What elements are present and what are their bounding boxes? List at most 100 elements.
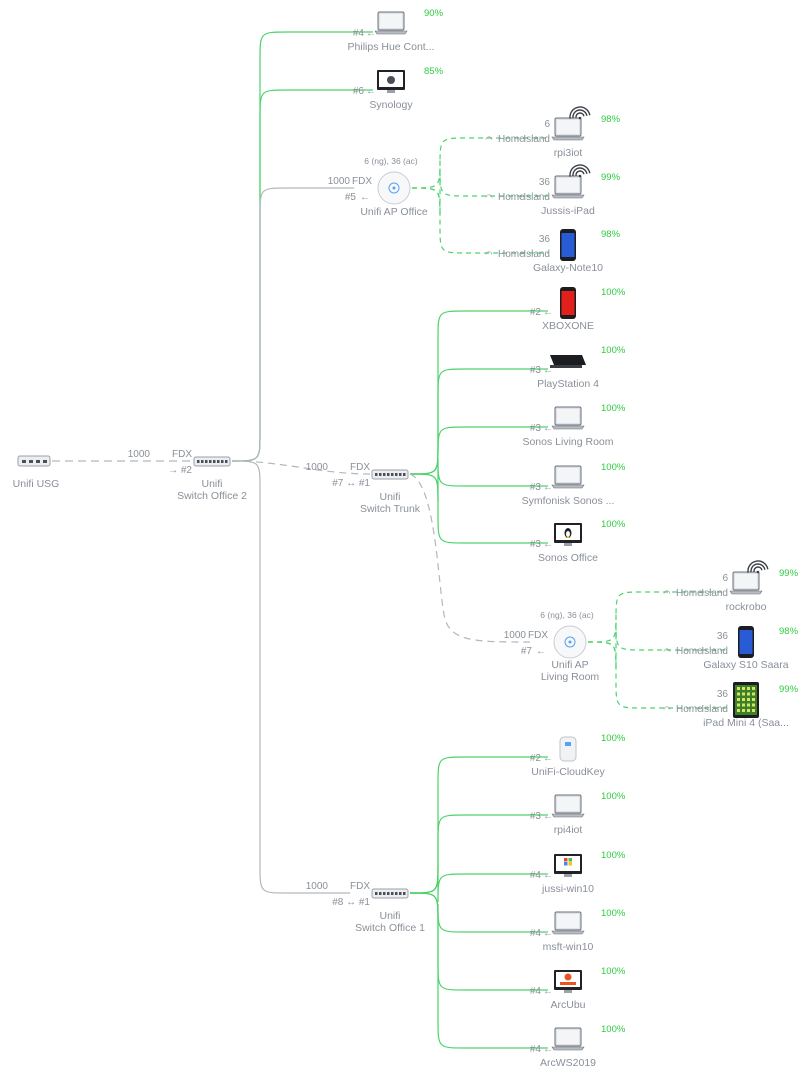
radio-channel: 6 xyxy=(722,573,728,584)
device-name: Sonos Office xyxy=(538,552,598,564)
link-trunk-client-1 xyxy=(409,368,548,475)
access-point-icon[interactable] xyxy=(377,171,411,205)
console-icon[interactable] xyxy=(550,355,586,368)
link-trunk-client-0 xyxy=(409,310,548,475)
client-top-1[interactable]: #6←85%Synology xyxy=(353,66,444,111)
tablet-icon[interactable] xyxy=(733,682,759,718)
link-speed: 1000 xyxy=(328,176,351,187)
port-arrow-icon: ← xyxy=(543,753,553,764)
link-office1-client-5 xyxy=(409,892,548,1049)
client-office1-4[interactable]: #4←100%ArcUbu xyxy=(530,966,626,1011)
ssid-group: Island xyxy=(701,704,728,715)
wifi-link-ap-office-0 xyxy=(411,137,548,189)
phone-blue-icon[interactable] xyxy=(560,229,576,261)
port-arrow-icon: ← xyxy=(366,86,376,97)
link-office1-client-1 xyxy=(409,814,548,894)
client-trunk-2[interactable]: #3←100%Sonos Living Room xyxy=(522,403,625,448)
switch-icon[interactable] xyxy=(371,888,409,899)
port-arrow-icon: ← xyxy=(543,1044,553,1055)
client-trunk-1[interactable]: #3←100%PlayStation 4 xyxy=(530,345,626,390)
link-ap-living xyxy=(409,473,531,643)
node-unifi-usg[interactable]: Unifi USG xyxy=(13,455,60,490)
device-name: msft-win10 xyxy=(543,941,594,953)
port-arrow-icon: ← xyxy=(543,986,553,997)
device-name: jussi-win10 xyxy=(541,883,594,895)
device-name: ArcWS2019 xyxy=(540,1057,596,1069)
uplink-port: #7 ↔ #1 xyxy=(332,478,370,489)
switch-port: #4 xyxy=(530,1044,542,1055)
radio-channel: 6 xyxy=(544,119,550,130)
device-name: rpi4iot xyxy=(554,824,583,836)
experience-score: 100% xyxy=(601,1024,626,1035)
laptop-icon[interactable] xyxy=(374,11,408,35)
phone-blue-icon[interactable] xyxy=(738,626,754,658)
gateway-icon[interactable] xyxy=(17,455,51,467)
ubuntu-monitor-icon[interactable] xyxy=(554,970,582,993)
client-office1-1[interactable]: #3←100%rpi4iot xyxy=(530,791,626,836)
windows-monitor-icon[interactable] xyxy=(554,854,582,877)
apple-monitor-icon[interactable] xyxy=(377,70,405,93)
switch-icon[interactable] xyxy=(193,456,231,467)
client-office1-5[interactable]: #4← 100% ArcWS2019 xyxy=(530,1024,626,1069)
client-office1-0[interactable]: #2←100%UniFi-CloudKey xyxy=(530,733,626,778)
radio-channels: 6 (ng), 36 (ac) xyxy=(364,156,418,166)
device-name: Galaxy-Note10 xyxy=(533,262,603,274)
link-speed: 1000 xyxy=(128,449,151,460)
port-arrow-icon: ← xyxy=(543,365,553,376)
client-trunk-4[interactable]: #3←100%Sonos Office xyxy=(530,519,626,564)
cloudkey-icon[interactable] xyxy=(559,736,577,762)
switch-icon[interactable] xyxy=(371,469,409,480)
device-name: Philips Hue Cont... xyxy=(348,41,435,53)
ssid-group: Island xyxy=(523,249,550,260)
laptop-icon[interactable] xyxy=(551,465,585,489)
device-name: rpi3iot xyxy=(554,147,583,159)
laptop-icon[interactable] xyxy=(551,1027,585,1051)
link-top-client-0 xyxy=(231,31,373,462)
device-name: Unifi xyxy=(201,478,222,490)
link-ap-office xyxy=(231,187,354,462)
experience-score: 100% xyxy=(601,791,626,802)
link-duplex: FDX xyxy=(350,462,370,473)
laptop-icon[interactable] xyxy=(551,406,585,430)
client-trunk-0[interactable]: #2←100%XBOXONE xyxy=(530,287,626,332)
switch-port: #2 xyxy=(530,307,542,318)
radio-channel: 36 xyxy=(717,631,729,642)
wifi-signal-icon: ◠ xyxy=(485,249,493,259)
laptop-icon[interactable] xyxy=(551,911,585,935)
laptop-icon[interactable] xyxy=(551,794,585,818)
experience-score: 100% xyxy=(601,966,626,977)
device-name: UniFi-CloudKey xyxy=(531,766,605,778)
wifi-signal-icon: ◠ xyxy=(663,704,671,714)
experience-score: 100% xyxy=(601,345,626,356)
client-office1-3[interactable]: #4←100%msft-win10 xyxy=(530,908,626,953)
laptop-wifi-icon[interactable] xyxy=(551,163,591,199)
laptop-wifi-icon[interactable] xyxy=(551,105,591,141)
link-office1-client-3 xyxy=(409,892,548,933)
laptop-wifi-icon[interactable] xyxy=(729,559,769,595)
device-name-line2: Switch Office 2 xyxy=(177,490,247,502)
client-office1-2[interactable]: #4←100%jussi-win10 xyxy=(530,850,626,895)
link-trunk-client-4 xyxy=(409,473,548,544)
linux-monitor-icon[interactable] xyxy=(554,523,582,546)
phone-red-icon[interactable] xyxy=(560,287,576,319)
port-arrow-icon: ← xyxy=(543,423,553,434)
switch-port: #3 xyxy=(530,365,542,376)
access-point-icon[interactable] xyxy=(553,625,587,659)
client-trunk-3[interactable]: #3←100%Symfonisk Sonos ... xyxy=(522,462,626,507)
experience-score: 100% xyxy=(601,908,626,919)
device-name: iPad Mini 4 (Saa... xyxy=(703,717,789,729)
client-top-0[interactable]: #4←90%Philips Hue Cont... xyxy=(348,8,444,53)
experience-score: 98% xyxy=(779,626,799,637)
